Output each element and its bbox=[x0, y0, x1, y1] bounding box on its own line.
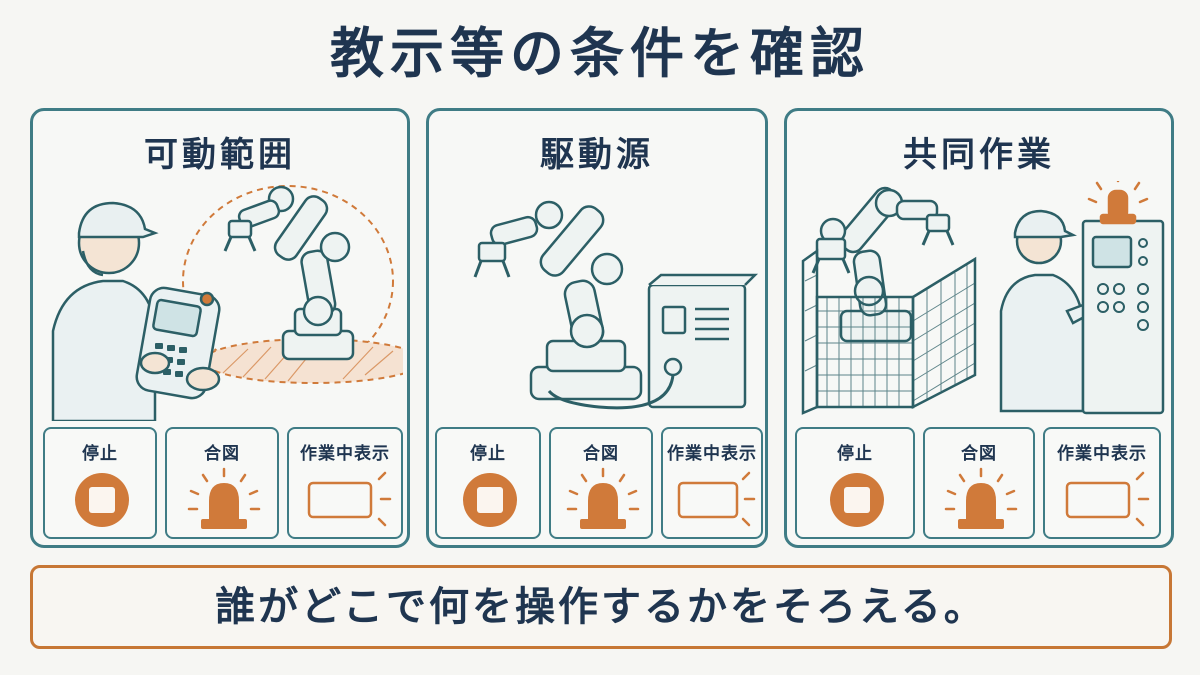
panel-collaborative-work: 共同作業 bbox=[784, 108, 1174, 548]
stop-card: 停止 bbox=[435, 427, 541, 539]
panel-movable-range: 可動範囲 bbox=[30, 108, 410, 548]
card-label-work-sign: 作業中表示 bbox=[667, 444, 757, 464]
stop-button-icon bbox=[75, 473, 129, 527]
work-sign-card: 作業中表示 bbox=[1043, 427, 1161, 539]
signal-card: 合図 bbox=[549, 427, 653, 539]
summary-text: 誰がどこで何を操作するかをそろえる。 bbox=[215, 584, 987, 630]
card-label-work-sign: 作業中表示 bbox=[1057, 444, 1147, 464]
stop-card: 停止 bbox=[43, 427, 157, 539]
panel-title-collaborative-work: 共同作業 bbox=[903, 135, 1055, 175]
stop-button-icon bbox=[830, 473, 884, 527]
warning-beacon-icon bbox=[944, 467, 1018, 529]
page-title: 教示等の条件を確認 bbox=[330, 22, 870, 85]
card-label-signal: 合図 bbox=[583, 444, 619, 464]
stop-button-icon bbox=[463, 473, 517, 527]
signal-card: 合図 bbox=[923, 427, 1035, 539]
stop-card: 停止 bbox=[795, 427, 915, 539]
card-label-signal: 合図 bbox=[204, 444, 240, 464]
panel-power-source: 駆動源 停止 bbox=[426, 108, 768, 548]
work-in-progress-sign-icon bbox=[1065, 471, 1150, 527]
card-label-stop: 停止 bbox=[837, 444, 873, 464]
work-in-progress-sign-icon bbox=[677, 471, 756, 527]
card-label-stop: 停止 bbox=[470, 444, 506, 464]
summary-box: 誰がどこで何を操作するかをそろえる。 bbox=[30, 565, 1172, 649]
fenced-robot-control-panel-illustration bbox=[801, 181, 1165, 415]
work-sign-card: 作業中表示 bbox=[287, 427, 403, 539]
warning-beacon-icon bbox=[566, 467, 640, 529]
card-label-signal: 合図 bbox=[961, 444, 997, 464]
work-sign-card: 作業中表示 bbox=[661, 427, 763, 539]
signal-card: 合図 bbox=[165, 427, 279, 539]
panel-title-movable-range: 可動範囲 bbox=[144, 135, 296, 175]
panel-title-power-source: 駆動源 bbox=[540, 135, 654, 175]
robot-power-cabinet-illustration bbox=[473, 200, 759, 410]
warning-beacon-icon bbox=[187, 467, 261, 529]
worker-robot-reach-illustration bbox=[51, 185, 403, 421]
card-label-stop: 停止 bbox=[82, 444, 118, 464]
work-in-progress-sign-icon bbox=[307, 471, 392, 527]
card-label-work-sign: 作業中表示 bbox=[300, 444, 390, 464]
